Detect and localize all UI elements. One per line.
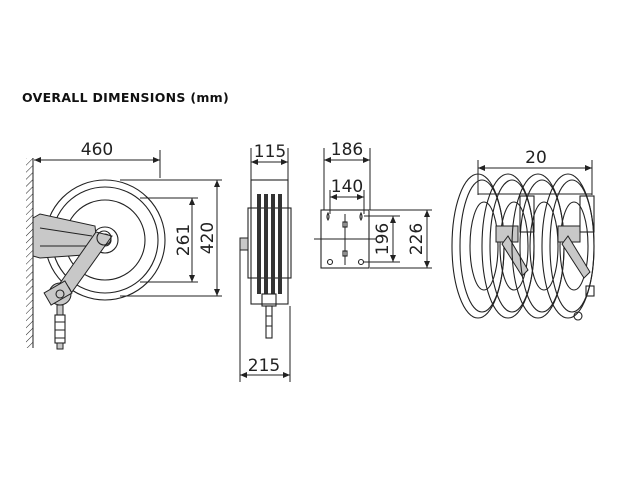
multi-reel-2 — [481, 173, 535, 319]
dim-label-226: 226 — [407, 223, 427, 255]
multi-reel-3 — [511, 173, 565, 319]
dim-label-20: 20 — [525, 148, 547, 168]
dim-label-460: 460 — [81, 140, 113, 160]
dim-186: 186 — [323, 140, 371, 210]
dim-140: 140 — [329, 177, 365, 214]
multi-reel-1 — [451, 173, 505, 319]
side-hose-guide — [43, 280, 73, 350]
side-arm — [32, 213, 113, 293]
dim-label-140: 140 — [331, 177, 363, 197]
dim-196: 196 — [364, 215, 400, 263]
dim-226: 226 — [370, 209, 432, 269]
side-view: 460 — [26, 140, 222, 350]
dim-label-196: 196 — [373, 223, 393, 255]
dim-460: 460 — [34, 140, 161, 178]
dim-label-115: 115 — [254, 142, 286, 162]
dim-label-186: 186 — [331, 140, 363, 160]
dim-420: 420 — [120, 179, 222, 297]
multi-reel-4 — [541, 173, 595, 321]
page-title: OVERALL DIMENSIONS (mm) — [22, 90, 230, 105]
dim-261: 261 — [140, 197, 198, 283]
dim-label-261: 261 — [174, 224, 194, 256]
front-reel — [239, 179, 292, 339]
multi-reel-view: 20 — [451, 148, 595, 321]
bracket-view: 186 140 196 — [314, 140, 432, 269]
dim-label-420: 420 — [198, 222, 218, 254]
bracket-plate — [314, 209, 376, 269]
dim-20: 20 — [477, 148, 593, 195]
dim-115: 115 — [250, 142, 289, 182]
wall — [26, 158, 34, 348]
dim-215: 215 — [239, 250, 291, 382]
front-view: 115 215 — [239, 142, 292, 382]
dim-label-215: 215 — [248, 356, 280, 376]
